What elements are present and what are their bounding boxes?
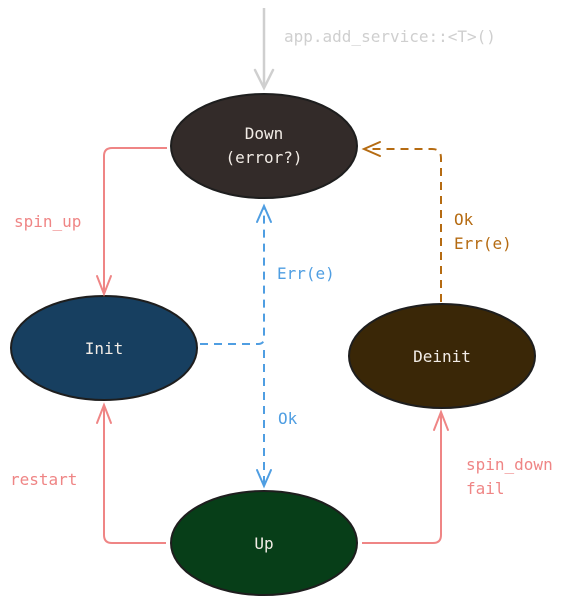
edge-restart xyxy=(96,402,166,544)
edge-spin-down-label: spin_down xyxy=(466,455,553,474)
state-up-label: Up xyxy=(254,534,273,553)
state-down: Down (error?) xyxy=(170,93,358,199)
edge-spin-up xyxy=(96,147,167,297)
edge-deinit-ok-label: Ok xyxy=(454,210,474,229)
state-deinit: Deinit xyxy=(348,303,536,409)
state-down-label: Down xyxy=(245,124,284,143)
state-init-label: Init xyxy=(85,339,124,358)
edge-init-branch xyxy=(200,203,272,489)
edge-restart-label: restart xyxy=(10,470,77,489)
state-down-sublabel: (error?) xyxy=(225,148,302,167)
state-up: Up xyxy=(170,490,358,596)
edge-fail-label: fail xyxy=(466,479,505,498)
state-init: Init xyxy=(10,295,198,401)
edge-spin-down xyxy=(362,409,449,544)
edge-deinit-err-label: Err(e) xyxy=(454,234,512,253)
edge-deinit-down xyxy=(361,141,442,302)
edge-spin-up-label: spin_up xyxy=(14,212,81,231)
edge-ok-label: Ok xyxy=(278,409,298,428)
state-deinit-label: Deinit xyxy=(413,347,471,366)
entry-arrow xyxy=(253,8,275,91)
entry-label: app.add_service::<T>() xyxy=(284,27,496,46)
edge-err-label: Err(e) xyxy=(277,264,335,283)
